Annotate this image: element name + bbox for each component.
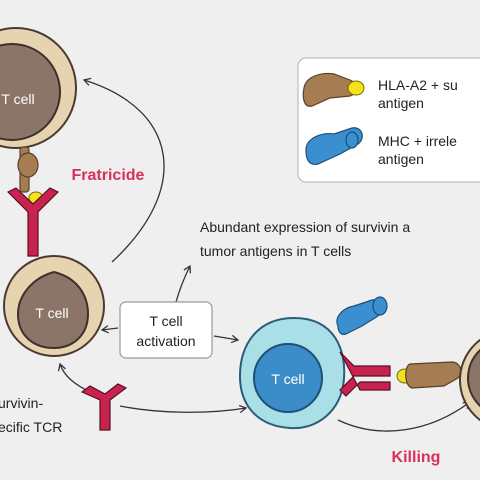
target-cell-partial	[459, 338, 480, 422]
t-cell-middle: T cell	[3, 255, 105, 357]
tcr-hla-killing-complex	[339, 351, 462, 397]
fratricide-label: Fratricide	[72, 167, 145, 184]
legend-mhc-icon	[305, 127, 363, 165]
t-cell-activated-label: T cell	[271, 371, 304, 387]
arrow-to-abundant-text	[175, 264, 192, 303]
tcr-label-line2: ecific TCR	[0, 419, 62, 435]
t-cell-top-label: T cell	[1, 91, 34, 107]
abundant-expression-line1: Abundant expression of survivin a	[200, 219, 410, 235]
t-cell-middle-label: T cell	[35, 305, 68, 321]
t-cell-activated: T cell	[238, 316, 346, 430]
t-cell-activation-line2: activation	[136, 333, 195, 349]
arrow-tcr-to-tumor-cell	[119, 404, 248, 414]
survivin-tcr-free	[80, 383, 128, 431]
legend: HLA-A2 + su antigen MHC + irrele antigen	[297, 57, 480, 183]
t-cell-activation-line1: T cell	[149, 313, 182, 329]
arrow-tcr-to-t-cell	[57, 362, 91, 393]
abundant-expression-line2: tumor antigens in T cells	[200, 243, 351, 259]
legend-item1-line1: HLA-A2 + su	[378, 77, 458, 93]
killing-label: Killing	[392, 449, 441, 466]
killing-arrow	[337, 401, 472, 432]
tcr-label-line1: urvivin-	[0, 395, 43, 411]
hla-tcr-complex	[6, 146, 60, 257]
legend-item1-line2: antigen	[378, 95, 424, 111]
mhc-irrelevant-complex	[336, 296, 388, 335]
arrow-activation-to-t-cell	[100, 325, 119, 334]
t-cell-activation-box: T cell activation	[119, 301, 213, 359]
legend-item2-line2: antigen	[378, 151, 424, 167]
t-cell-top: T cell	[0, 27, 77, 149]
legend-hla-icon	[302, 72, 365, 107]
fratricide-arrow	[82, 77, 165, 263]
legend-item2-line1: MHC + irrele	[378, 133, 457, 149]
arrow-activation-to-tumor-cell	[213, 334, 240, 344]
